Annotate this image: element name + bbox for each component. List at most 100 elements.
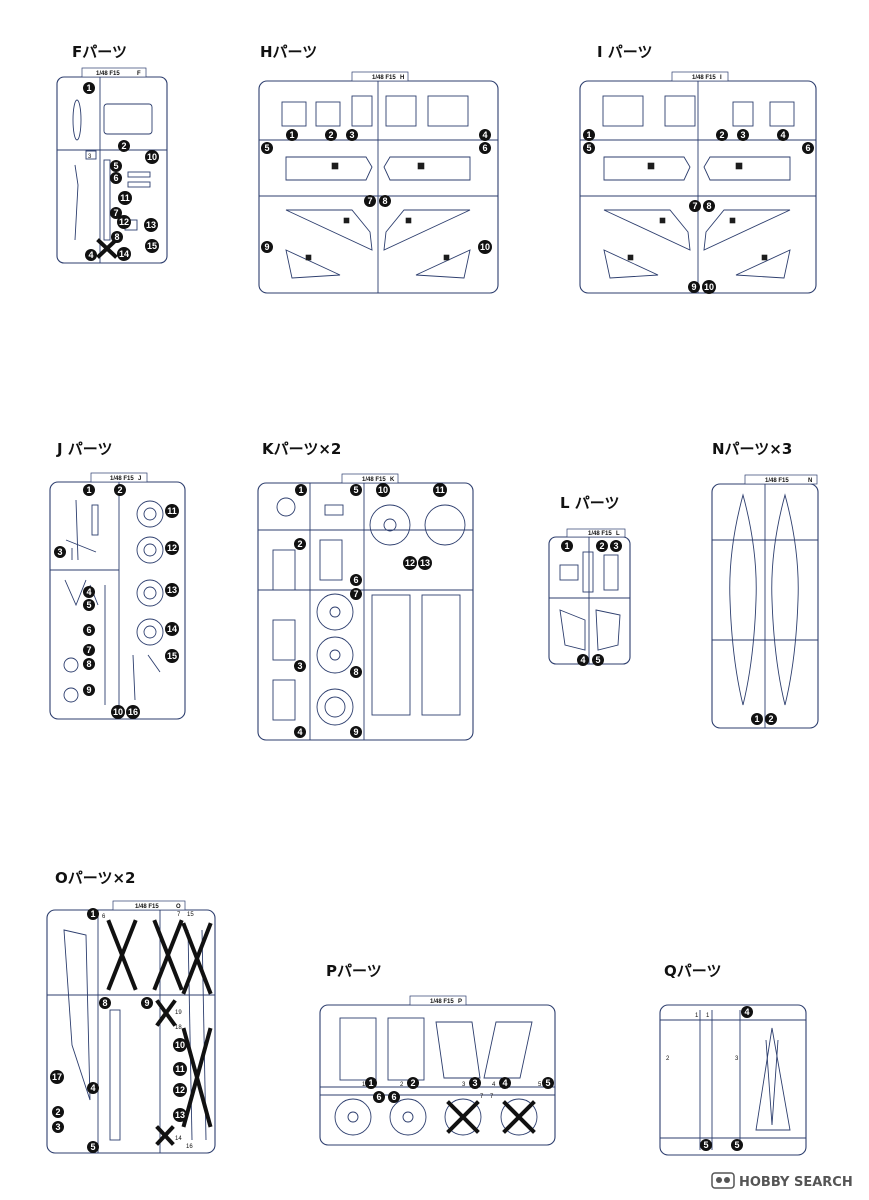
marker-p-6b: 6 bbox=[388, 1091, 400, 1103]
marker-k-6: 6 bbox=[350, 574, 362, 586]
svg-text:3: 3 bbox=[472, 1078, 477, 1088]
marker-i-10: 10 bbox=[702, 280, 716, 294]
svg-text:6: 6 bbox=[805, 143, 810, 153]
sprue-frame-q bbox=[659, 1004, 807, 1156]
marker-i-2: 2 bbox=[716, 129, 728, 141]
marker-q-5b: 5 bbox=[731, 1139, 743, 1151]
svg-text:7: 7 bbox=[86, 645, 91, 655]
marker-o-8: 8 bbox=[99, 997, 111, 1009]
marker-p-3: 3 bbox=[469, 1077, 481, 1089]
svg-text:1/48 F15: 1/48 F15 bbox=[372, 75, 396, 81]
sprue-p: Pパーツ 1/48 F15 P 1 2 3 4 5 7 7 1 2 3 4 5 … bbox=[319, 962, 556, 1146]
svg-text:17: 17 bbox=[52, 1072, 62, 1082]
marker-h-8: 8 bbox=[379, 195, 391, 207]
marker-i-8: 8 bbox=[703, 200, 715, 212]
hobby-search-watermark: HOBBY SEARCH bbox=[711, 1172, 853, 1190]
svg-text:12: 12 bbox=[405, 558, 415, 568]
svg-text:L: L bbox=[616, 531, 620, 537]
svg-text:1/48 F15: 1/48 F15 bbox=[96, 71, 120, 77]
svg-text:5: 5 bbox=[545, 1078, 550, 1088]
svg-text:5: 5 bbox=[595, 655, 600, 665]
svg-text:2: 2 bbox=[410, 1078, 415, 1088]
marker-k-13: 13 bbox=[418, 556, 432, 570]
marker-j-7: 7 bbox=[83, 644, 95, 656]
sprue-k: Kパーツ×2 1/48 F15 K 1 2 3 4 5 6 7 8 9 10 bbox=[257, 440, 474, 741]
marker-j-5: 5 bbox=[83, 599, 95, 611]
svg-text:1: 1 bbox=[586, 130, 591, 140]
marker-f-7: 7 bbox=[110, 207, 122, 219]
svg-text:4: 4 bbox=[780, 130, 785, 140]
svg-text:8: 8 bbox=[102, 998, 107, 1008]
svg-text:3: 3 bbox=[297, 661, 302, 671]
svg-text:14: 14 bbox=[119, 249, 129, 259]
sprue-title-f: Fパーツ bbox=[72, 43, 127, 61]
sprue-tag-h: 1/48 F15 H bbox=[351, 71, 409, 82]
marker-p-5: 5 bbox=[542, 1077, 554, 1089]
marker-o-10: 10 bbox=[173, 1038, 187, 1052]
marker-f-13: 13 bbox=[144, 218, 158, 232]
svg-text:5: 5 bbox=[86, 600, 91, 610]
svg-text:9: 9 bbox=[144, 998, 149, 1008]
svg-text:4: 4 bbox=[90, 1083, 95, 1093]
svg-text:12: 12 bbox=[119, 217, 129, 227]
svg-text:1: 1 bbox=[289, 130, 294, 140]
svg-text:6: 6 bbox=[376, 1092, 381, 1102]
marker-f-2: 2 bbox=[118, 140, 130, 152]
svg-text:5: 5 bbox=[113, 161, 118, 171]
marker-k-4: 4 bbox=[294, 726, 306, 738]
sprue-tag-k: 1/48 F15 K bbox=[341, 473, 399, 484]
marker-o-11: 11 bbox=[173, 1062, 187, 1076]
svg-text:12: 12 bbox=[175, 1085, 185, 1095]
svg-text:2: 2 bbox=[768, 714, 773, 724]
svg-text:1/48 F15: 1/48 F15 bbox=[135, 904, 159, 910]
slot-p-4: 4 bbox=[492, 1082, 496, 1088]
marker-q-4: 4 bbox=[741, 1006, 753, 1018]
svg-text:2: 2 bbox=[328, 130, 333, 140]
svg-text:I: I bbox=[720, 75, 722, 81]
svg-text:1: 1 bbox=[754, 714, 759, 724]
marker-o-5: 5 bbox=[87, 1141, 99, 1153]
sprue-title-q: Qパーツ bbox=[664, 962, 721, 980]
marker-i-3: 3 bbox=[737, 129, 749, 141]
slot-o-19: 19 bbox=[175, 1010, 182, 1016]
marker-j-9: 9 bbox=[83, 684, 95, 696]
svg-text:1/48 F15: 1/48 F15 bbox=[765, 478, 789, 484]
svg-text:6: 6 bbox=[113, 173, 118, 183]
svg-text:7: 7 bbox=[367, 196, 372, 206]
marker-j-12: 12 bbox=[165, 541, 179, 555]
sprue-q: Qパーツ 1 1 2 3 4 5 5 bbox=[659, 962, 807, 1156]
marker-j-8: 8 bbox=[83, 658, 95, 670]
svg-text:13: 13 bbox=[146, 220, 156, 230]
svg-text:5: 5 bbox=[586, 143, 591, 153]
svg-text:15: 15 bbox=[147, 241, 157, 251]
marker-p-4: 4 bbox=[499, 1077, 511, 1089]
svg-text:2: 2 bbox=[117, 485, 122, 495]
marker-f-1: 1 bbox=[83, 82, 95, 94]
svg-text:6: 6 bbox=[482, 143, 487, 153]
svg-text:5: 5 bbox=[734, 1140, 739, 1150]
marker-f-14: 14 bbox=[117, 247, 131, 261]
svg-text:1: 1 bbox=[564, 541, 569, 551]
marker-h-3: 3 bbox=[346, 129, 358, 141]
svg-text:10: 10 bbox=[480, 242, 490, 252]
sprue-title-i: I パーツ bbox=[597, 43, 653, 61]
svg-text:6: 6 bbox=[86, 625, 91, 635]
marker-f-6: 6 bbox=[110, 172, 122, 184]
marker-k-7: 7 bbox=[350, 588, 362, 600]
svg-text:13: 13 bbox=[420, 558, 430, 568]
svg-text:2: 2 bbox=[599, 541, 604, 551]
marker-f-5: 5 bbox=[110, 160, 122, 172]
watermark-text: HOBBY SEARCH bbox=[739, 1175, 853, 1190]
marker-k-8: 8 bbox=[350, 666, 362, 678]
svg-text:5: 5 bbox=[264, 143, 269, 153]
marker-i-5: 5 bbox=[583, 142, 595, 154]
slot-o-18: 18 bbox=[175, 1025, 182, 1031]
marker-i-6: 6 bbox=[802, 142, 814, 154]
svg-text:11: 11 bbox=[167, 506, 177, 516]
marker-i-7: 7 bbox=[689, 200, 701, 212]
sprue-tag-j: 1/48 F15 J bbox=[90, 472, 148, 483]
marker-o-12: 12 bbox=[173, 1083, 187, 1097]
svg-text:3: 3 bbox=[55, 1122, 60, 1132]
marker-i-1: 1 bbox=[583, 129, 595, 141]
svg-text:1/48 F15: 1/48 F15 bbox=[362, 477, 386, 483]
